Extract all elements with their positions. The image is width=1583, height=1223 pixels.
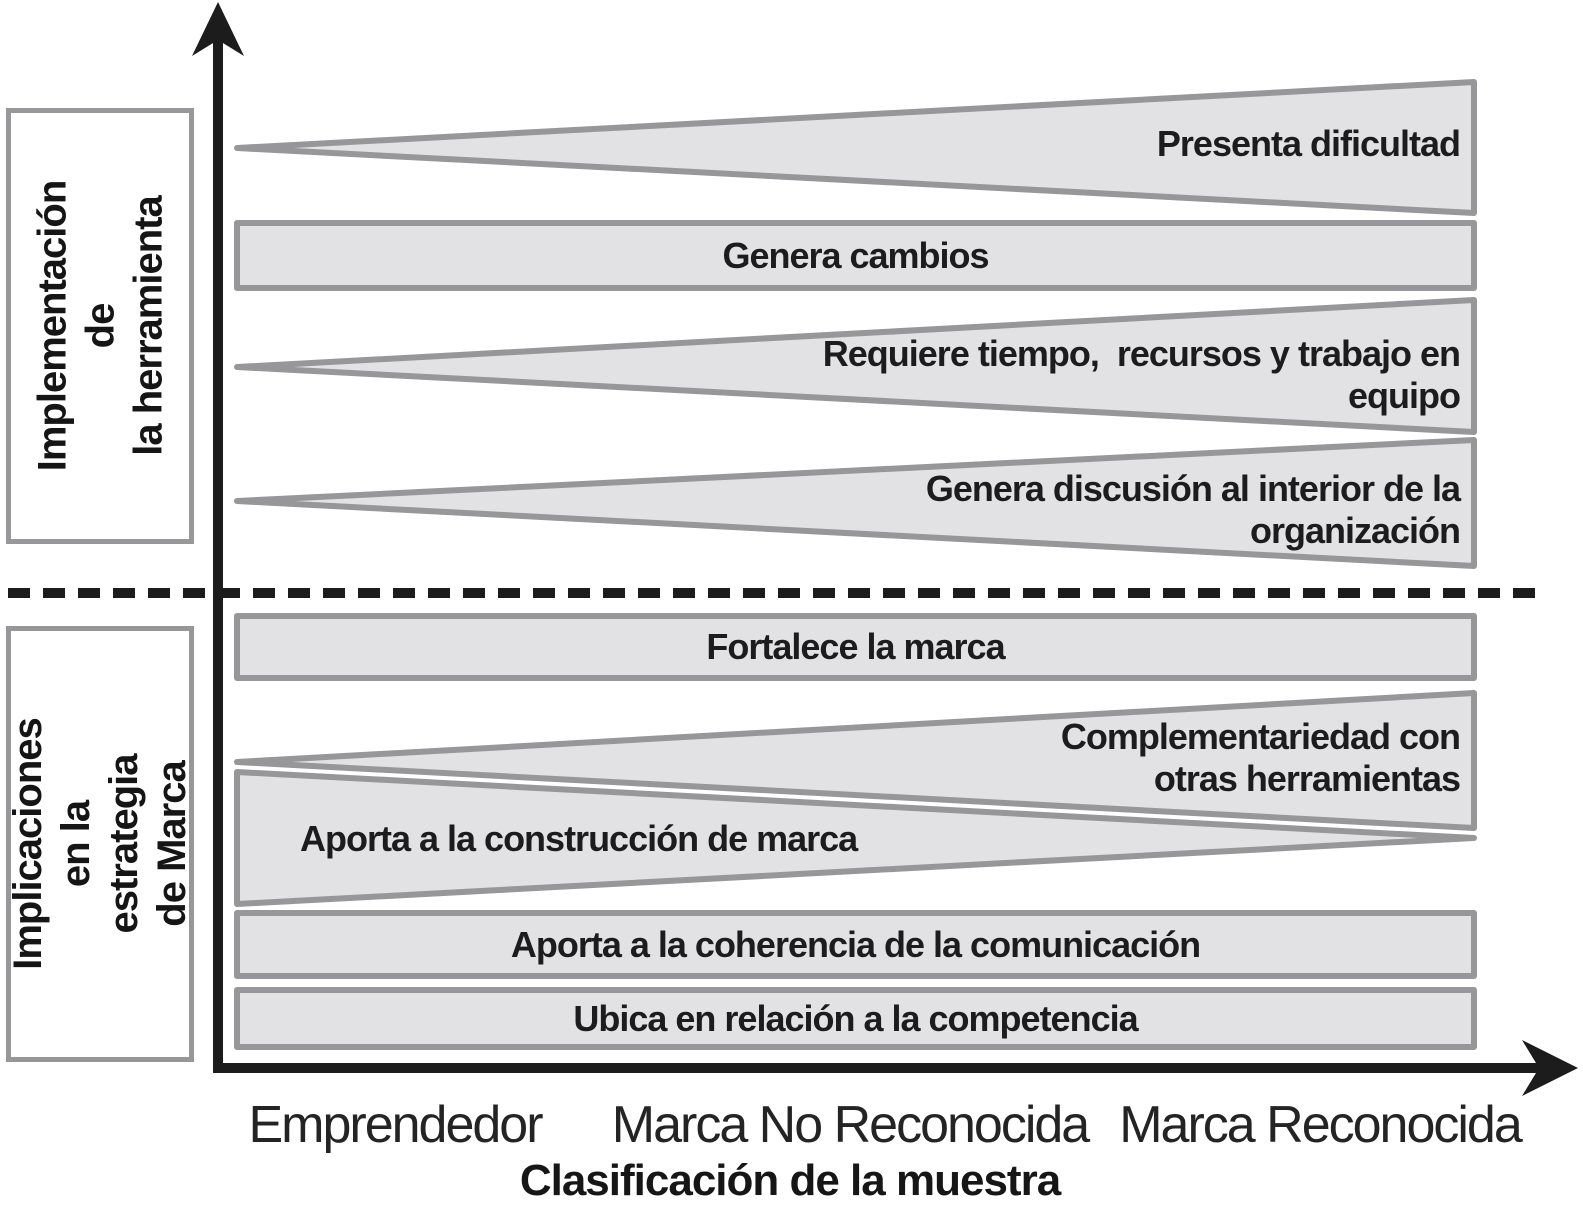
label-fortalece-marca: Fortalece la marca xyxy=(706,626,1005,667)
bar-aporta-coherencia xyxy=(234,910,1477,979)
x-axis-arrowhead xyxy=(1522,1040,1578,1096)
label-presenta-dificultad: Presenta dificultad xyxy=(1156,123,1461,164)
bar-ubica-competencia xyxy=(234,987,1477,1050)
wedge-requiere-tiempo xyxy=(234,297,1477,435)
section-box-implementacion: Implementación de la herramienta xyxy=(6,108,194,544)
x-tick-marca-no-reconocida: Marca No Reconocida xyxy=(611,1096,1090,1154)
label-genera-cambios: Genera cambios xyxy=(722,235,989,276)
label-aporta-coherencia: Aporta a la coherencia de la comunicació… xyxy=(510,924,1201,965)
x-tick-emprendedor: Emprendedor xyxy=(248,1096,543,1154)
x-tick-marca-reconocida: Marca Reconocida xyxy=(1119,1096,1523,1154)
section-label-implicaciones: Implicaciones en la estrategia de Marca xyxy=(6,718,194,970)
wedge-presenta-dificultad xyxy=(234,79,1477,216)
bar-genera-cambios xyxy=(234,220,1477,291)
wedge-aporta-construccion xyxy=(234,769,1477,907)
label-ubica-competencia: Ubica en relación a la competencia xyxy=(573,998,1138,1039)
label-genera-discusion: Genera discusión al interior de la organ… xyxy=(925,468,1461,551)
section-label-implementacion: Implementación de la herramienta xyxy=(30,180,171,472)
label-complementariedad: Complementariedad con otras herramientas xyxy=(1060,716,1461,799)
label-aporta-construccion: Aporta a la construcción de marca xyxy=(300,818,858,859)
section-box-implicaciones: Implicaciones en la estrategia de Marca xyxy=(6,626,194,1062)
label-requiere-tiempo: Requiere tiempo, recursos y trabajo en e… xyxy=(822,333,1461,416)
x-axis-title: Clasificación de la muestra xyxy=(519,1156,1061,1205)
wedge-complementariedad xyxy=(234,690,1477,831)
wedge-genera-discusion xyxy=(234,437,1477,569)
bar-fortalece-marca xyxy=(234,613,1477,681)
y-axis-arrowhead xyxy=(192,2,244,56)
